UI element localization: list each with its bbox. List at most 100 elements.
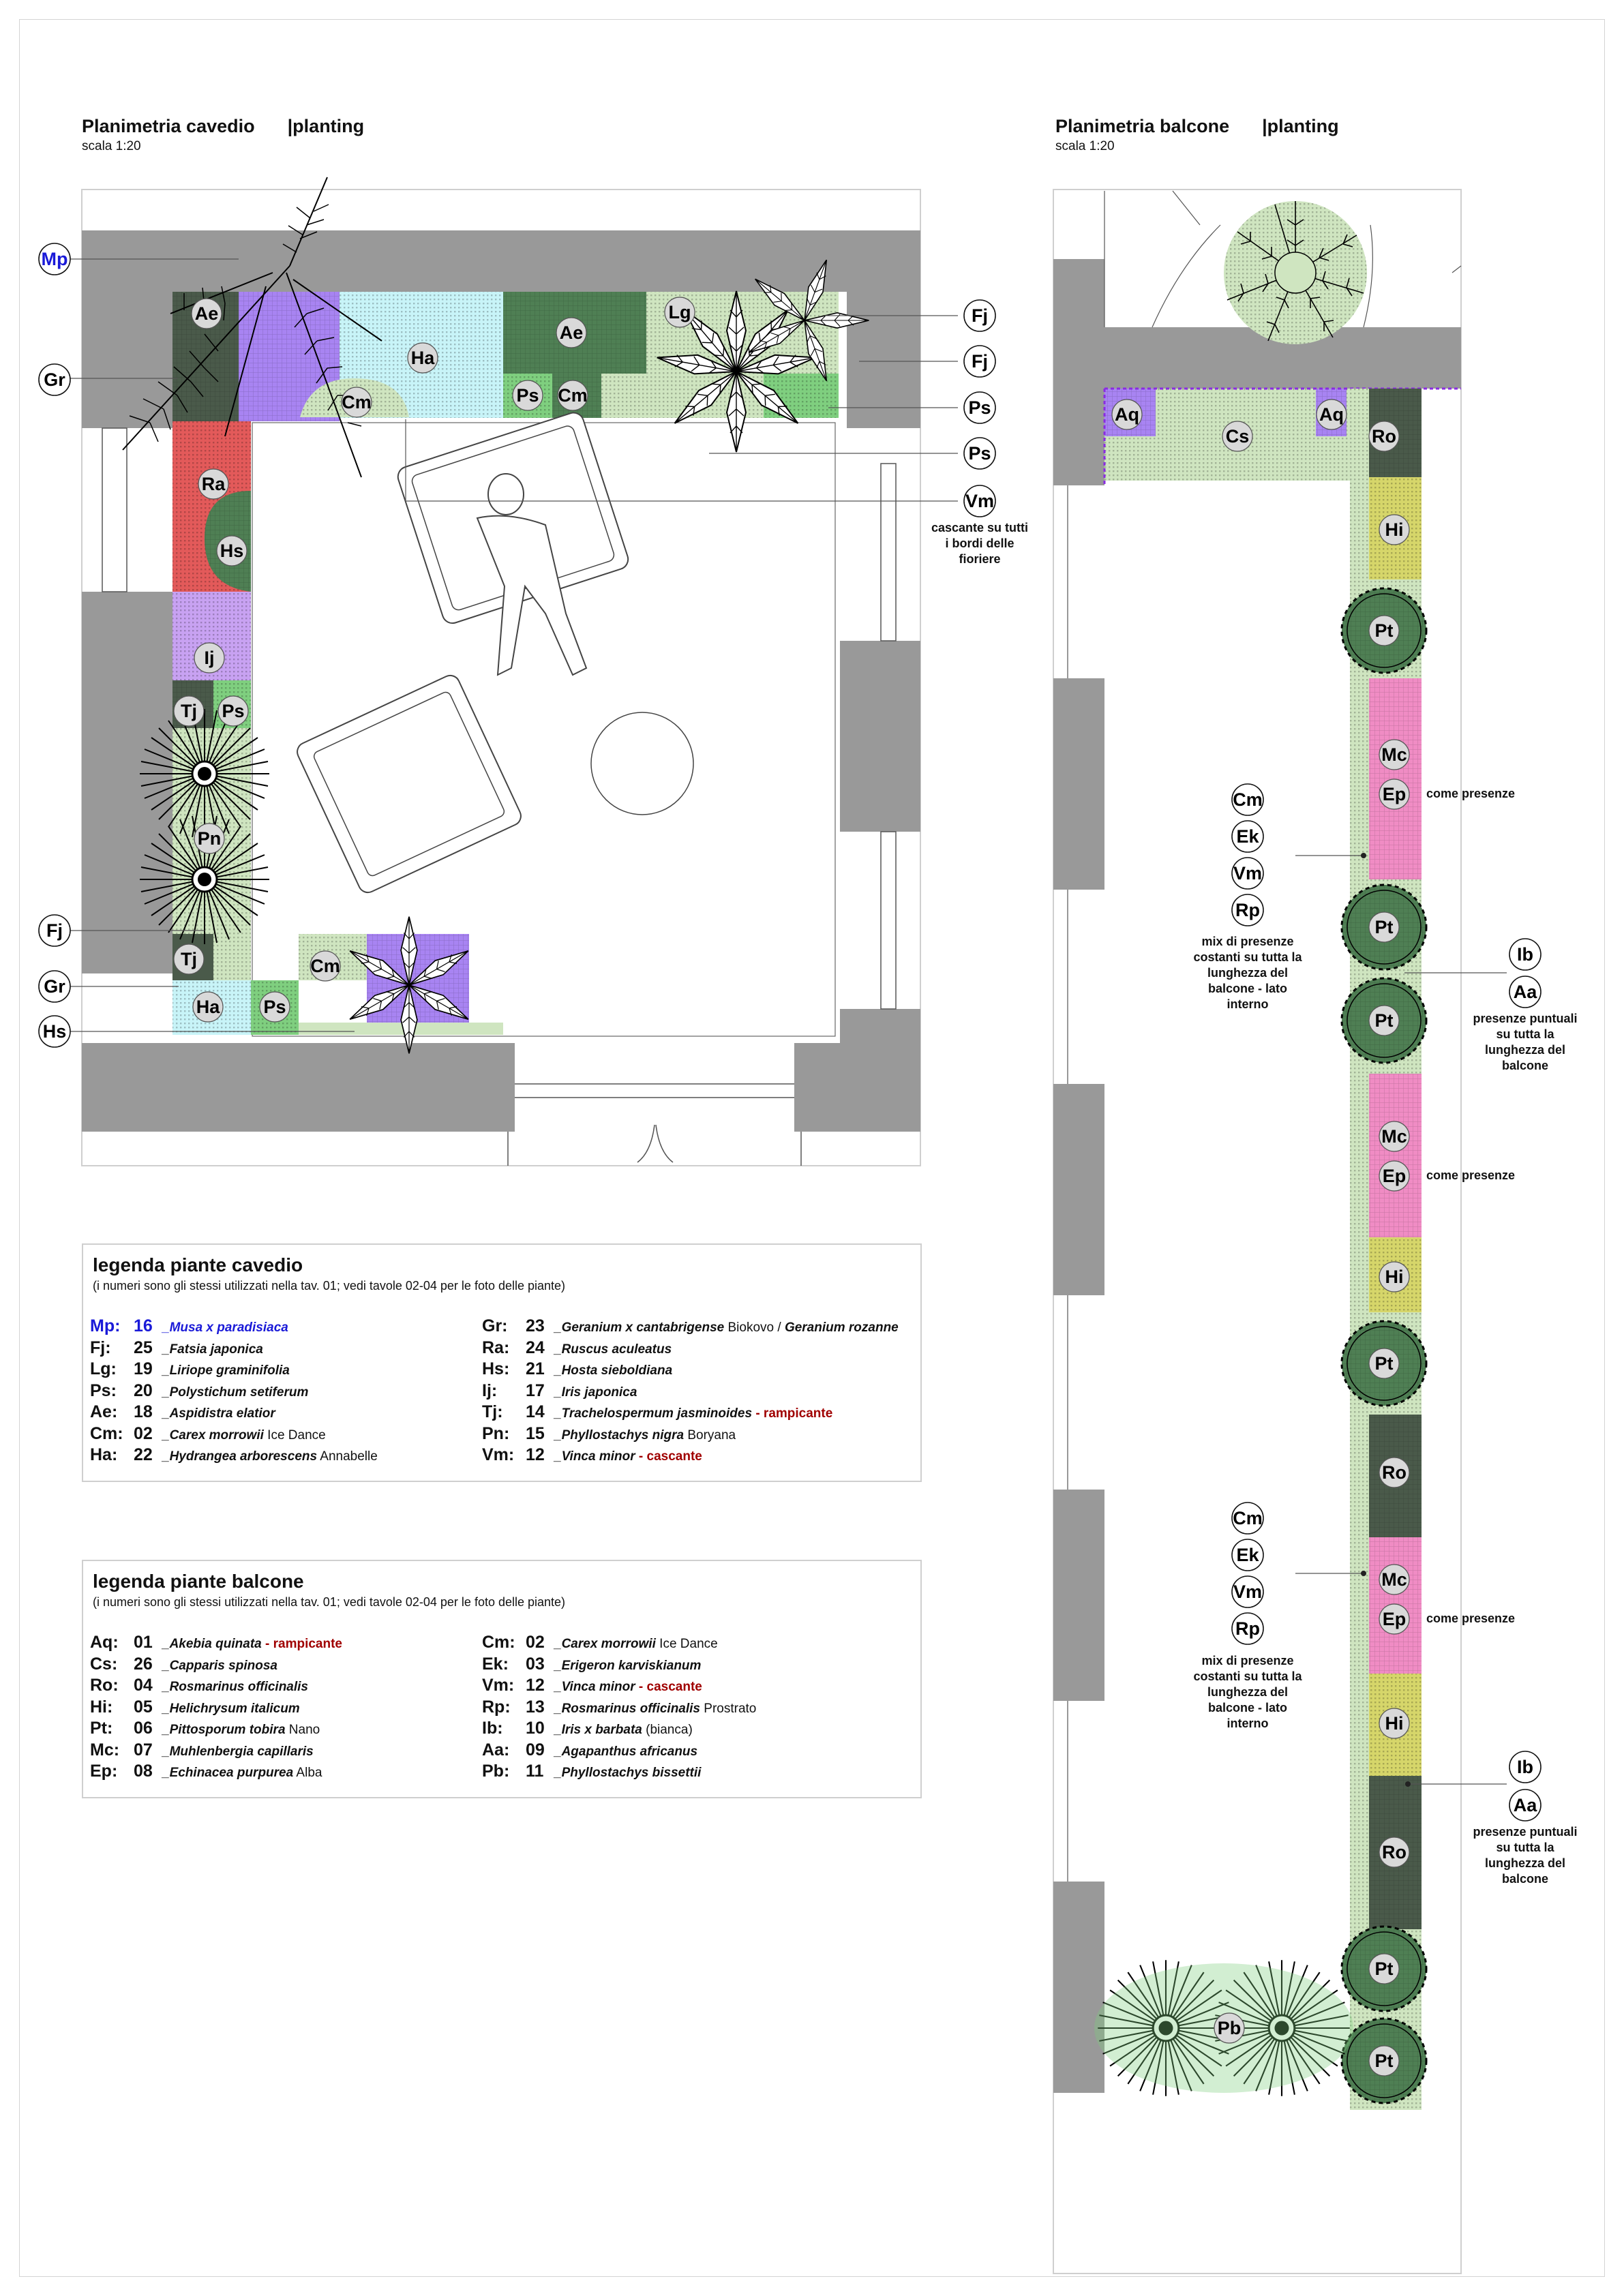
svg-text:Hs: Hs	[220, 541, 244, 561]
legend-code: Fj:	[90, 1338, 111, 1357]
svg-text:Ps: Ps	[968, 397, 991, 418]
svg-text:Ib: Ib	[1517, 944, 1533, 965]
legend-row: Cm:02_Carex morrowii Ice Dance	[482, 1632, 756, 1654]
legend-number: 12	[526, 1445, 545, 1464]
svg-text:presenze puntuali: presenze puntuali	[1473, 1825, 1577, 1839]
legend-number: 07	[134, 1740, 153, 1759]
svg-text:Tj: Tj	[181, 949, 197, 969]
svg-text:Mc: Mc	[1381, 744, 1407, 765]
legend-code: Gr:	[482, 1316, 508, 1335]
svg-text:Ep: Ep	[1383, 784, 1407, 804]
legend-number: 02	[134, 1423, 153, 1443]
svg-text:lunghezza del: lunghezza del	[1207, 966, 1288, 980]
svg-text:Mc: Mc	[1381, 1126, 1407, 1147]
svg-text:Cm: Cm	[342, 392, 372, 412]
svg-text:Tj: Tj	[181, 701, 197, 721]
svg-text:Pt: Pt	[1375, 1353, 1394, 1374]
svg-text:Aq: Aq	[1319, 404, 1344, 425]
legend-species-alt: Geranium rozanne	[784, 1320, 899, 1335]
legend-row: Mp:16_Musa x paradisiaca	[90, 1316, 378, 1338]
tag-cm: Cm	[310, 950, 341, 982]
svg-text:Pt: Pt	[1375, 917, 1394, 937]
legend-row: Cm:02_Carex morrowii Ice Dance	[90, 1423, 378, 1445]
tag-pt: Pt	[1368, 911, 1400, 943]
legend-cultivar: (bianca)	[642, 1723, 693, 1737]
legend-row: Vm:12_Vinca minor - cascante	[482, 1675, 756, 1697]
legend-species: _Aspidistra elatior	[162, 1406, 275, 1421]
legend-row: Fj:25_Fatsia japonica	[90, 1338, 378, 1359]
legend-number: 20	[134, 1380, 153, 1400]
legend-cultivar: Prostrato	[700, 1701, 757, 1716]
note-presenze-1: presenze puntuali su tutta la lunghezza …	[1473, 1012, 1577, 1072]
svg-text:Ep: Ep	[1383, 1166, 1407, 1186]
svg-text:Fj: Fj	[46, 920, 63, 941]
tag-pt: Pt	[1368, 1953, 1400, 1984]
tag-aq: Aq	[1316, 399, 1347, 430]
legend-number: 24	[526, 1338, 545, 1357]
tag-pt: Pt	[1368, 1348, 1400, 1379]
legend-cavedio-title: legenda piante cavedio	[93, 1254, 303, 1275]
svg-text:mix di presenze: mix di presenze	[1201, 935, 1293, 948]
legend-code: Ek:	[482, 1654, 509, 1674]
legend-row: Lg:19_Liriope graminifolia	[90, 1359, 378, 1380]
legend-species: _Musa x paradisiaca	[162, 1320, 288, 1335]
tag-ro: Ro	[1379, 1837, 1410, 1868]
svg-text:mix di presenze: mix di presenze	[1201, 1654, 1293, 1667]
legend-code: Ep:	[90, 1762, 118, 1781]
svg-text:Cs: Cs	[1226, 426, 1250, 447]
svg-text:Gr: Gr	[44, 976, 65, 997]
legend-species: _Rosmarinus officinalis	[554, 1701, 700, 1716]
tag-cm: Cm	[1231, 1502, 1264, 1535]
legend-row: Hi:05_Helichrysum italicum	[90, 1697, 342, 1719]
legend-code: Ra:	[482, 1338, 510, 1357]
legend-row: Ib:10_Iris x barbata (bianca)	[482, 1718, 756, 1740]
tag-gr: Gr	[38, 970, 71, 1003]
tag-gr: Gr	[38, 363, 71, 396]
tag-aa: Aa	[1509, 1789, 1542, 1822]
tag-mc: Mc	[1379, 1121, 1410, 1152]
tag-fj: Fj	[963, 345, 996, 378]
svg-text:Hi: Hi	[1385, 1267, 1404, 1287]
tag-ep: Ep	[1379, 779, 1410, 810]
legend-row: Tj:14_Trachelospermum jasminoides - ramp…	[482, 1402, 899, 1423]
legend-species: _Rosmarinus officinalis	[162, 1680, 308, 1694]
tag-ps: Ps	[963, 391, 996, 424]
legend-row: Pb:11_Phyllostachys bissettii	[482, 1761, 756, 1783]
svg-text:Cm: Cm	[1233, 789, 1263, 810]
legend-cultivar: Biokovo /	[724, 1320, 785, 1335]
tag-pt: Pt	[1368, 615, 1400, 646]
tag-ib: Ib	[1509, 938, 1542, 971]
legend-number: 09	[526, 1740, 545, 1759]
legend-row: Pt:06_Pittosporum tobira Nano	[90, 1718, 342, 1740]
svg-text:Lg: Lg	[669, 302, 691, 322]
svg-text:balcone - lato: balcone - lato	[1208, 1701, 1287, 1715]
tag-hi: Hi	[1379, 1708, 1410, 1739]
legend-number: 08	[134, 1762, 153, 1781]
tag-rp: Rp	[1231, 1612, 1264, 1645]
svg-text:Ij: Ij	[204, 648, 214, 668]
legend-species: _Phyllostachys bissettii	[554, 1766, 702, 1780]
tag-aa: Aa	[1509, 976, 1542, 1008]
tag-ae: Ae	[191, 298, 222, 329]
legend-number: 17	[526, 1380, 545, 1400]
tag-ha: Ha	[407, 342, 438, 374]
svg-text:Ae: Ae	[560, 322, 584, 343]
legend-species: _Akebia quinata	[162, 1637, 262, 1651]
svg-text:Hi: Hi	[1385, 1713, 1404, 1734]
tag-ro: Ro	[1368, 421, 1400, 452]
svg-text:Gr: Gr	[44, 369, 65, 390]
tag-vm: Vm	[1231, 1575, 1264, 1608]
legend-species: _Vinca minor	[554, 1680, 635, 1694]
legend-cavedio-right: Gr:23_Geranium x cantabrigense Biokovo /…	[482, 1316, 899, 1466]
legend-species: _Echinacea purpurea	[162, 1766, 294, 1780]
svg-text:Ep: Ep	[1383, 1609, 1407, 1629]
legend-number: 23	[526, 1316, 545, 1335]
tag-ep: Ep	[1379, 1160, 1410, 1192]
legend-cultivar: Alba	[293, 1766, 322, 1780]
note-vm-cascante: cascante su tutti i bordi delle fioriere	[931, 521, 1028, 566]
legend-habit: - cascante	[635, 1680, 702, 1694]
